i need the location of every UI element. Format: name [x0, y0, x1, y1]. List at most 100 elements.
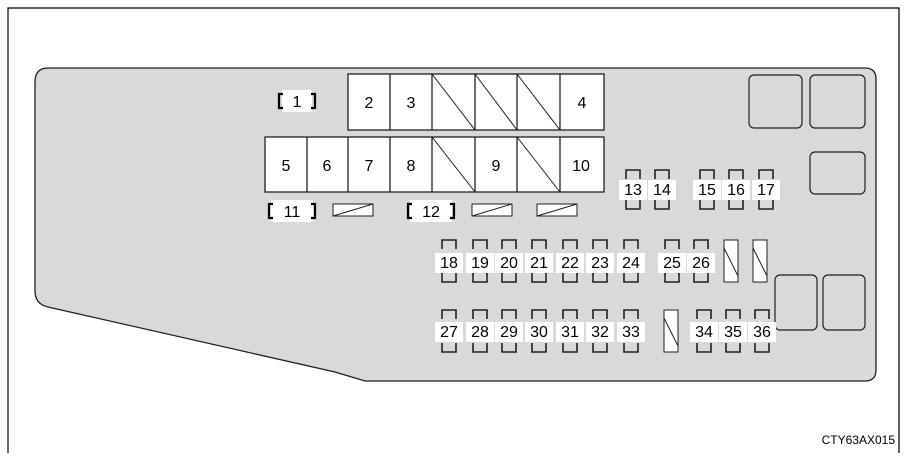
- fuse-label-28: 28: [471, 324, 489, 341]
- fuse-slot: 30: [525, 309, 553, 353]
- fuse-slot: 27: [435, 309, 463, 353]
- fuse-label-25: 25: [663, 255, 681, 272]
- fuse-label-bg: [748, 322, 776, 342]
- image-code: CTY63AX015: [822, 433, 896, 447]
- fuse-slot-bottom: [501, 273, 517, 283]
- fuse-slot-top: [501, 239, 517, 249]
- fuse-label-bg: [435, 322, 463, 342]
- relay-row-top: 2 3 4: [347, 73, 605, 131]
- empty-slot-vertical: [723, 239, 739, 283]
- empty-slot: [471, 203, 513, 217]
- fuse-slot: 26: [687, 239, 715, 283]
- fuse-slot-top: [441, 239, 457, 249]
- fuse-slot-top: [696, 309, 712, 319]
- fuse-label-bg: [658, 253, 686, 273]
- empty-slot-vertical: [752, 239, 768, 283]
- bracket-fuse-12: 12: [406, 200, 456, 222]
- fuse-slot-top: [664, 239, 680, 249]
- empty-slot: [536, 203, 578, 217]
- fuse-slot: 21: [525, 239, 553, 283]
- fuse-slot: 23: [586, 239, 614, 283]
- fuse-label-bg: [619, 180, 647, 200]
- fuse-slot: 34: [690, 309, 718, 353]
- empty-socket: [809, 151, 866, 195]
- fuse-slot-bottom: [758, 200, 774, 210]
- fuse-slot-top: [754, 309, 770, 319]
- empty-socket: [774, 274, 818, 331]
- empty-socket: [822, 274, 866, 331]
- fuse-label-bg: [495, 253, 523, 273]
- fuse-label-15: 15: [698, 182, 716, 199]
- fuse-slot: 25: [658, 239, 686, 283]
- fuse-slot-bottom: [592, 343, 608, 353]
- relay-row-middle: 5 6 7 8 9 10: [264, 136, 605, 193]
- fuse-label-bg: [719, 322, 747, 342]
- relay-label-5: 5: [282, 158, 291, 175]
- fuse-label-22: 22: [561, 255, 579, 272]
- fuse-label-36: 36: [753, 324, 771, 341]
- fuse-label-29: 29: [500, 324, 518, 341]
- empty-socket: [809, 74, 866, 129]
- fuse-slot: 29: [495, 309, 523, 353]
- fuse-label-34: 34: [695, 324, 713, 341]
- fuse-slot-bottom: [531, 343, 547, 353]
- fuse-label-27: 27: [440, 324, 458, 341]
- fuse-slot-bottom: [728, 200, 744, 210]
- fuse-label-bg: [466, 253, 494, 273]
- fuse-slot: 33: [617, 309, 645, 353]
- fuse-label-bg: [525, 322, 553, 342]
- fuse-slot: 28: [466, 309, 494, 353]
- fuse-label-30: 30: [530, 324, 548, 341]
- fuse-label-11: 11: [284, 204, 301, 221]
- fuse-label-bg: [693, 180, 721, 200]
- fuse-label-17: 17: [757, 182, 775, 199]
- relay-label-6: 6: [323, 158, 332, 175]
- fuse-label-bg: [435, 253, 463, 273]
- fuse-slot-bottom: [625, 200, 641, 210]
- fuse-slot: 36: [748, 309, 776, 353]
- relay-label-4: 4: [578, 95, 587, 112]
- fuse-slot-bottom: [592, 273, 608, 283]
- fuse-label-18: 18: [440, 255, 458, 272]
- fuse-box-body: [34, 67, 877, 382]
- fuse-slot: 24: [617, 239, 645, 283]
- fuse-label-19: 19: [471, 255, 489, 272]
- fuse-slot-top: [472, 309, 488, 319]
- outer-frame: [7, 7, 900, 453]
- fuse-slot-top: [531, 309, 547, 319]
- fuse-slot-bottom: [754, 343, 770, 353]
- fuse-slot-top: [654, 169, 670, 179]
- fuse-label-14: 14: [653, 182, 671, 199]
- fuse-slot-top: [758, 169, 774, 179]
- fuse-label-12: 12: [422, 204, 440, 221]
- fuse-label-13: 13: [624, 182, 642, 199]
- fuse-slot-top: [501, 309, 517, 319]
- fuse-slot-bottom: [562, 273, 578, 283]
- fuse-slot-bottom: [664, 273, 680, 283]
- fuse-slot-bottom: [725, 343, 741, 353]
- fuse-slot-bottom: [699, 200, 715, 210]
- fuse-slot-top: [693, 239, 709, 249]
- fuse-slot-top: [441, 309, 457, 319]
- fuse-label-bg: [648, 180, 676, 200]
- fuse-slot: 31: [556, 309, 584, 353]
- fuse-slot: 16: [722, 169, 750, 210]
- fuse-slot: 17: [752, 169, 780, 210]
- fuse-slot: 35: [719, 309, 747, 353]
- fuse-label-24: 24: [622, 255, 640, 272]
- fuse-slot-bottom: [441, 273, 457, 283]
- relay-label-10: 10: [572, 158, 590, 175]
- bracket-fuse-1: 1: [277, 90, 317, 112]
- fuse-slot: 18: [435, 239, 463, 283]
- fuse-label-bg: [525, 253, 553, 273]
- fuse-slot-top: [728, 169, 744, 179]
- fuse-slot: 14: [648, 169, 676, 210]
- fuse-slot-bottom: [562, 343, 578, 353]
- fuse-slot-top: [699, 169, 715, 179]
- fuse-slot-bottom: [501, 343, 517, 353]
- fuse-slot-bottom: [654, 200, 670, 210]
- fuse-label-bg: [752, 180, 780, 200]
- fuse-label-23: 23: [591, 255, 609, 272]
- relay-label-8: 8: [407, 158, 416, 175]
